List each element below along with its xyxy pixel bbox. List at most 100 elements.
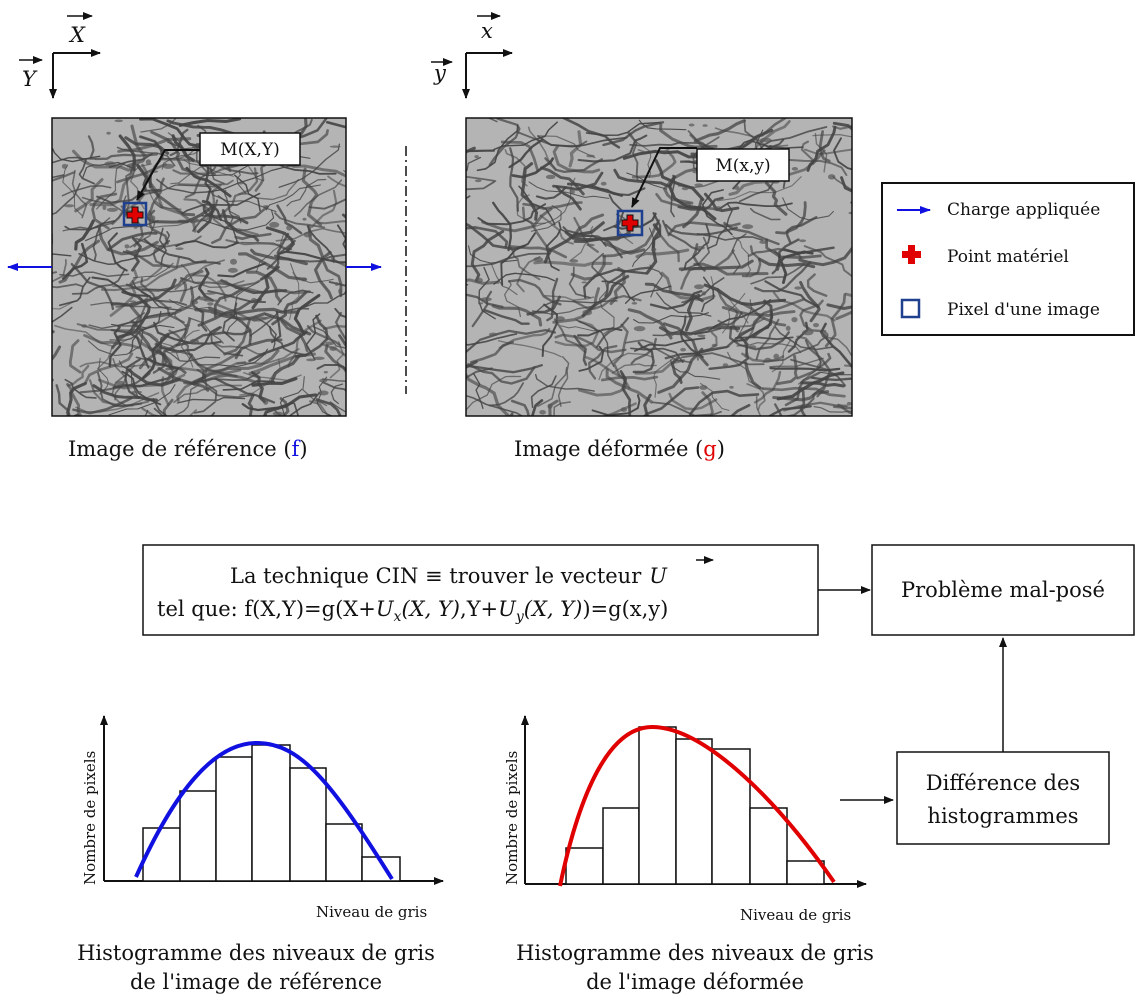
grain-boundary (710, 276, 749, 324)
grain-boundary (58, 239, 100, 284)
grain-boundary (487, 118, 498, 123)
grain-boundary (52, 283, 84, 289)
grain-boundary (605, 368, 654, 404)
pearlite-spot (651, 247, 657, 252)
grain-boundary (728, 325, 790, 351)
grain-boundary (478, 266, 496, 320)
grain-boundary (624, 285, 672, 304)
grain-boundary (591, 184, 646, 197)
grain-boundary (575, 319, 615, 368)
pearlite-spot (711, 343, 718, 347)
grain-boundary (521, 206, 553, 253)
grain-boundary (183, 198, 259, 236)
pearlite-spot (773, 353, 780, 360)
grain-boundary (611, 363, 657, 374)
grain-boundary (509, 147, 520, 212)
grain-boundary (552, 171, 604, 191)
grain-boundary (751, 140, 804, 149)
grain-boundary (700, 382, 730, 411)
grain-boundary (643, 393, 652, 416)
grain-boundary (824, 293, 847, 348)
hist-bar (251, 744, 291, 882)
pearlite-spot (306, 358, 316, 362)
grain-boundary (466, 284, 469, 286)
grain-boundary (609, 266, 626, 306)
grain-boundary (732, 235, 752, 277)
grain-boundary (783, 246, 835, 255)
grain-boundary (275, 157, 346, 178)
grain-boundary (677, 196, 724, 211)
grain-boundary (679, 315, 704, 359)
pearlite-spot (696, 246, 705, 250)
grain-boundary (87, 330, 144, 357)
grain-boundary (467, 363, 536, 385)
grain-boundary (622, 149, 705, 160)
grain-boundary (813, 406, 852, 413)
grain-boundary (764, 181, 788, 216)
grain-boundary (147, 177, 196, 217)
grain-boundary (488, 382, 525, 407)
pearlite-spot (699, 385, 708, 390)
grain-boundary (241, 401, 294, 412)
grain-boundary (790, 358, 847, 387)
pearlite-spot (586, 243, 595, 247)
grain-boundary (176, 368, 242, 403)
grain-boundary (130, 319, 160, 370)
grain-boundary (52, 258, 67, 283)
grain-boundary (595, 317, 630, 349)
grain-boundary (701, 189, 733, 236)
grain-boundary (150, 130, 190, 173)
pearlite-spot (785, 325, 791, 331)
grain-boundary (335, 311, 346, 340)
grain-boundary (755, 395, 762, 416)
deformed-microstructure (466, 118, 852, 416)
grain-boundary (785, 216, 818, 244)
grain-boundary (58, 276, 91, 307)
grain-boundary (624, 339, 692, 364)
hist-bar (749, 807, 788, 885)
pearlite-spot (286, 225, 293, 231)
grain-boundary (553, 318, 587, 354)
grain-boundary (775, 201, 807, 235)
pearlite-spot (791, 317, 798, 323)
grain-boundary (341, 213, 346, 219)
grain-boundary (330, 383, 344, 405)
grain-boundary (752, 299, 773, 338)
grain-boundary (755, 318, 780, 361)
grain-boundary (613, 168, 671, 188)
grain-boundary (247, 393, 255, 416)
grain-boundary (152, 239, 171, 269)
grain-boundary (749, 207, 781, 221)
grain-boundary (667, 221, 741, 237)
grain-boundary (234, 338, 283, 360)
grain-boundary (88, 379, 150, 407)
pearlite-spot (81, 324, 88, 328)
grain-boundary (726, 351, 764, 390)
grain-boundary (152, 327, 187, 374)
grain-boundary (670, 356, 683, 384)
grain-boundary (325, 121, 346, 129)
grain-boundary (757, 257, 816, 269)
grain-boundary (211, 205, 269, 244)
grain-boundary (301, 167, 323, 227)
grain-boundary (74, 178, 104, 213)
grain-boundary (537, 135, 596, 159)
pearlite-spot (203, 298, 214, 302)
grain-boundary (96, 188, 161, 204)
grain-boundary (156, 178, 214, 194)
grain-boundary (287, 319, 322, 368)
grain-boundary (161, 353, 193, 386)
pearlite-spot (175, 247, 184, 250)
grain-boundary (546, 277, 559, 322)
grain-boundary (87, 135, 95, 159)
pearlite-spot (620, 407, 627, 412)
grain-boundary (286, 178, 327, 207)
grain-boundary (268, 325, 308, 357)
pearlite-spot (480, 297, 492, 302)
grain-boundary (275, 227, 346, 242)
grain-boundary (548, 399, 559, 416)
grain-boundary (52, 182, 81, 216)
pearlite-spot (478, 302, 483, 305)
pearlite-spot (794, 286, 802, 290)
